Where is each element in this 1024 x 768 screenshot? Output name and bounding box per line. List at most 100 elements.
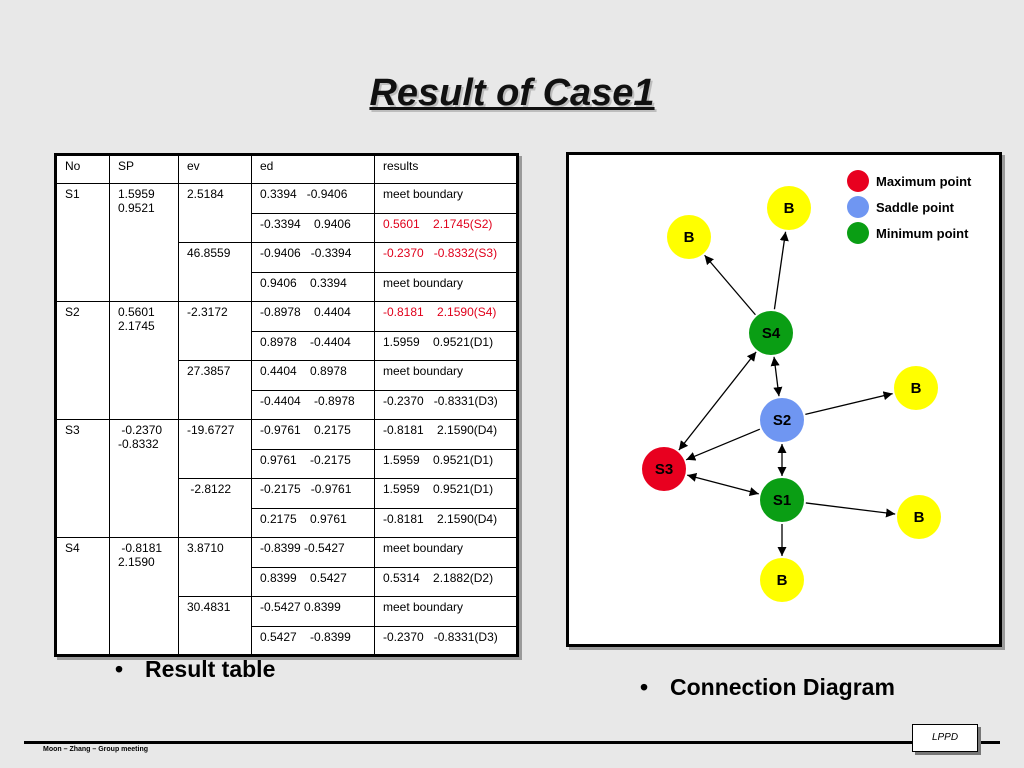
header-ev: ev bbox=[178, 154, 252, 184]
legend-item: Minimum point bbox=[847, 222, 969, 244]
node-circle bbox=[667, 215, 711, 259]
cell-result: meet boundary bbox=[374, 183, 518, 214]
table-row: S3 -0.2370 -0.8332-19.6727-0.9761 0.2175… bbox=[55, 419, 518, 538]
node-label: B bbox=[911, 380, 922, 397]
bullet-label: Result table bbox=[145, 656, 276, 682]
cell-ev: 46.8559 bbox=[178, 242, 252, 302]
legend-swatch bbox=[847, 170, 869, 192]
cell-ed: 0.2175 0.9761 bbox=[251, 507, 375, 538]
cell-result: 0.5314 2.1882(D2) bbox=[374, 566, 518, 597]
bullet-result-table: •Result table bbox=[115, 656, 275, 683]
cell-result: meet boundary bbox=[374, 360, 518, 391]
cell-result: -0.8181 2.1590(S4) bbox=[374, 301, 518, 332]
cell-ed: 0.9406 0.3394 bbox=[251, 271, 375, 302]
header-sp: SP bbox=[109, 154, 179, 184]
slide-title: Result of Case1 bbox=[369, 72, 655, 114]
cell-ev: 3.8710 bbox=[178, 537, 252, 597]
cell-sp: 0.5601 2.1745 bbox=[109, 301, 179, 420]
edge-s1-s3 bbox=[687, 473, 759, 496]
cell-result: meet boundary bbox=[374, 596, 518, 627]
table-row: 0.5427 -0.8399-0.2370 -0.8331(D3) bbox=[56, 625, 518, 656]
cell-result: meet boundary bbox=[374, 537, 518, 568]
cell-ed: -0.2175 -0.9761 bbox=[251, 478, 375, 509]
node-b4: B bbox=[897, 495, 941, 539]
cell-no: S2 bbox=[55, 301, 110, 420]
node-label: B bbox=[777, 572, 788, 589]
cell-ev: 27.3857 bbox=[178, 360, 252, 420]
node-s2: S2 bbox=[760, 398, 804, 442]
cell-result: 1.5959 0.9521(D1) bbox=[374, 478, 518, 509]
footer-divider bbox=[24, 741, 1000, 744]
edges-layer bbox=[678, 231, 896, 556]
node-circle bbox=[894, 366, 938, 410]
bullet-label: Connection Diagram bbox=[670, 674, 895, 700]
header-no: No bbox=[55, 154, 110, 184]
cell-result: -0.2370 -0.8332(S3) bbox=[374, 242, 518, 273]
node-circle bbox=[760, 478, 804, 522]
cell-ed: -0.9761 0.2175 bbox=[251, 419, 375, 450]
edge-s4-b2 bbox=[773, 231, 789, 310]
node-circle bbox=[749, 311, 793, 355]
cell-sp: -0.8181 2.1590 bbox=[109, 537, 179, 656]
cell-sp: -0.2370 -0.8332 bbox=[109, 419, 179, 538]
edge-s4-b1 bbox=[704, 254, 756, 316]
legend-swatch bbox=[847, 222, 869, 244]
legend-item: Saddle point bbox=[847, 196, 955, 218]
node-label: B bbox=[684, 229, 695, 246]
table-row: 0.2175 0.9761-0.8181 2.1590(D4) bbox=[56, 507, 518, 538]
legend-label: Saddle point bbox=[876, 200, 955, 215]
legend-swatch bbox=[847, 196, 869, 218]
cell-ed: 0.9761 -0.2175 bbox=[251, 448, 375, 479]
cell-ev: 2.5184 bbox=[178, 183, 252, 243]
cell-no: S1 bbox=[55, 183, 110, 302]
cell-ev: 30.4831 bbox=[178, 596, 252, 656]
node-b5: B bbox=[760, 558, 804, 602]
node-s4: S4 bbox=[749, 311, 793, 355]
cell-result: -0.8181 2.1590(D4) bbox=[374, 507, 518, 538]
cell-ed: -0.5427 0.8399 bbox=[251, 596, 375, 627]
node-label: S3 bbox=[655, 461, 673, 478]
cell-ed: 0.5427 -0.8399 bbox=[251, 625, 375, 656]
table-header-row: No SP ev ed results bbox=[55, 154, 518, 184]
cell-ed: -0.8399 -0.5427 bbox=[251, 537, 375, 568]
cell-result: 1.5959 0.9521(D1) bbox=[374, 448, 518, 479]
cell-result: -0.2370 -0.8331(D3) bbox=[374, 625, 518, 656]
cell-result: -0.8181 2.1590(D4) bbox=[374, 419, 518, 450]
cell-no: S3 bbox=[55, 419, 110, 538]
cell-ed: 0.8399 0.5427 bbox=[251, 566, 375, 597]
edge-s1-b4 bbox=[805, 502, 896, 518]
table-row: 46.8559-0.9406 -0.3394-0.2370 -0.8332(S3… bbox=[56, 242, 518, 302]
node-circle bbox=[767, 186, 811, 230]
node-s3: S3 bbox=[642, 447, 686, 491]
cell-ed: 0.4404 0.8978 bbox=[251, 360, 375, 391]
node-circle bbox=[897, 495, 941, 539]
node-circle bbox=[642, 447, 686, 491]
node-label: S2 bbox=[773, 412, 791, 429]
cell-no: S4 bbox=[55, 537, 110, 656]
cell-ed: 0.8978 -0.4404 bbox=[251, 330, 375, 361]
edge-s2-s3 bbox=[685, 428, 761, 461]
edge-s2-b3 bbox=[805, 391, 893, 416]
cell-ev: -2.8122 bbox=[178, 478, 252, 538]
cell-ed: -0.8978 0.4404 bbox=[251, 301, 375, 332]
cell-ed: -0.3394 0.9406 bbox=[251, 212, 375, 243]
cell-result: -0.2370 -0.8331(D3) bbox=[374, 389, 518, 420]
footer-text: Moon – Zhang – Group meeting bbox=[43, 746, 148, 753]
node-b1: B bbox=[667, 215, 711, 259]
node-b2: B bbox=[767, 186, 811, 230]
legend-label: Minimum point bbox=[876, 226, 969, 241]
